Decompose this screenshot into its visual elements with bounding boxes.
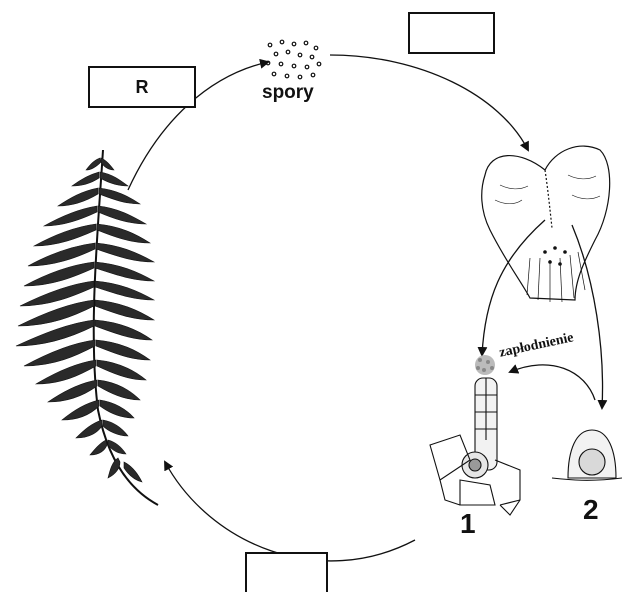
label-box-bottom [245,552,328,592]
sperm-cloud-icon [475,355,495,375]
archegonium-number: 1 [460,508,476,540]
arrow-prothallus-to-archegonium [482,220,545,355]
arrow-zygote-to-sporophyte [165,462,415,561]
label-box-top-right [408,12,495,54]
arrow-fertilization [510,365,595,400]
label-box-R-text: R [136,77,149,98]
antheridium-illustration [552,430,622,480]
fern-sporophyte-illustration [16,150,158,505]
archegonium-illustration [430,378,520,515]
label-box-R: R [88,66,196,108]
antheridium-number: 2 [583,494,599,526]
spores-label: spory [262,82,314,104]
arrow-spores-to-prothallus [330,55,528,150]
arrow-prothallus-to-antheridium [572,225,603,408]
spores-icon [266,40,321,79]
prothallus-illustration [482,146,610,302]
